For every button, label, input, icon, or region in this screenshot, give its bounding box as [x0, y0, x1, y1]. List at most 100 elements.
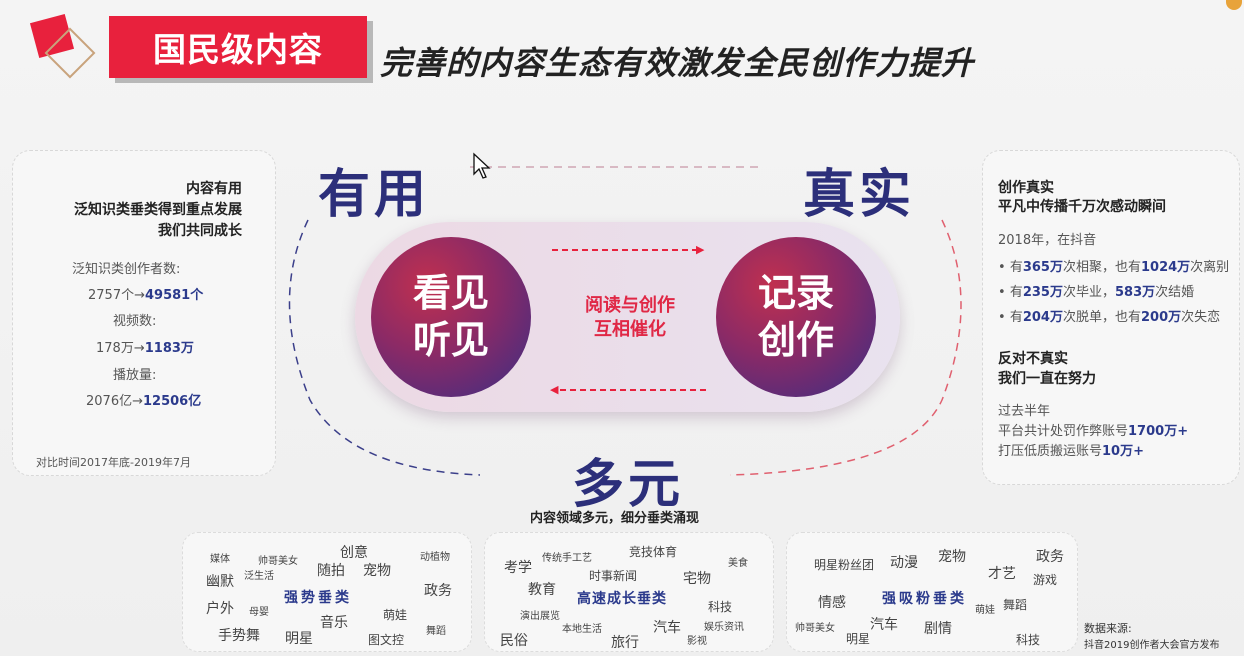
- label-diverse: 多元: [572, 455, 685, 515]
- tag-word: 民俗: [500, 633, 528, 649]
- tag-word: 帅哥美女: [258, 556, 298, 567]
- tag-word: 宠物: [363, 563, 391, 579]
- mouse-cursor-icon: [473, 152, 491, 179]
- right-heading-1b: 平凡中传播千万次感动瞬间: [998, 199, 1166, 215]
- tag-word: 户外: [206, 601, 234, 617]
- tag-word: 政务: [1036, 549, 1064, 565]
- tag-word: 明星: [285, 631, 313, 647]
- source-label: 数据来源:: [1084, 622, 1132, 635]
- tag-word: 才艺: [988, 566, 1016, 582]
- right-bullet-2: • 有235万次毕业，583万次结婚: [998, 285, 1195, 300]
- stat-label-plays: 播放量:: [113, 368, 157, 383]
- right-line-3: 打压低质搬运账号10万+: [998, 444, 1144, 459]
- left-footnote: 对比时间2017年底-2019年7月: [36, 456, 191, 469]
- tag-word: 考学: [504, 560, 532, 576]
- tag-cloud-strong: [182, 532, 472, 652]
- tag-word: 母婴: [249, 607, 269, 618]
- tag-cloud-fans: [786, 532, 1078, 652]
- tag-word: 手势舞: [218, 628, 260, 644]
- tag-word: 传统手工艺: [542, 553, 592, 564]
- stat-label-videos: 视频数:: [113, 314, 157, 329]
- tag-word: 美食: [728, 558, 748, 569]
- tag-word: 舞蹈: [426, 626, 446, 637]
- tag-word: 宠物: [938, 549, 966, 565]
- source-text: 抖音2019创作者大会官方发布: [1084, 640, 1220, 651]
- tag-word: 图文控: [368, 633, 405, 647]
- circle-left-line1: 看见: [412, 270, 489, 315]
- right-line-1: 过去半年: [998, 404, 1051, 419]
- tag-word: 本地生活: [562, 624, 602, 635]
- tag-word: 政务: [424, 583, 452, 599]
- right-heading-1a: 创作真实: [998, 180, 1054, 196]
- mid-label-line2: 互相催化: [594, 319, 666, 341]
- tag-word: 宅物: [683, 571, 711, 587]
- right-heading-2a: 反对不真实: [998, 351, 1068, 367]
- tag-word: 明星: [846, 632, 871, 646]
- circle-record-create: 记录 创作: [716, 237, 876, 397]
- tag-word: 旅行: [611, 635, 639, 651]
- tag-word: 萌娃: [975, 605, 995, 616]
- circle-right-line2: 创作: [757, 318, 834, 362]
- section-badge: 国民级内容: [109, 16, 367, 78]
- tag-word: 时事新闻: [589, 569, 638, 583]
- tag-word: 游戏: [1033, 573, 1058, 587]
- left-panel: [12, 150, 276, 476]
- right-heading-2b: 我们一直在努力: [998, 371, 1096, 387]
- stat-value-plays: 2076亿→12506亿: [86, 394, 202, 409]
- stat-label-creators: 泛知识类创作者数:: [72, 262, 181, 277]
- tag-word: 帅哥美女: [795, 623, 835, 634]
- arrow-left-head: ◀: [550, 383, 559, 396]
- tag-word: 泛生活: [244, 571, 274, 582]
- tag-word: 音乐: [320, 615, 348, 631]
- tag-word: 剧情: [924, 621, 952, 637]
- tag-word: 创意: [340, 545, 368, 561]
- tag-word: 娱乐资讯: [704, 622, 744, 633]
- right-line-2: 平台共计处罚作弊账号1700万+: [998, 424, 1189, 439]
- right-panel: [982, 150, 1240, 485]
- tag-cloud-growth: [484, 532, 774, 652]
- tag-word: 动植物: [420, 552, 450, 563]
- label-real: 真实: [803, 165, 916, 225]
- left-heading-1: 内容有用: [186, 181, 242, 197]
- tag-word: 演出展览: [520, 611, 560, 622]
- left-heading-3: 我们共同成长: [158, 223, 242, 239]
- left-heading-2: 泛知识类垂类得到重点发展: [74, 202, 242, 218]
- tag-word: 舞蹈: [1003, 598, 1028, 612]
- tag-word: 汽车: [653, 620, 681, 636]
- mid-label-line1: 阅读与创作: [585, 295, 675, 316]
- right-year: 2018年，在抖音: [998, 233, 1097, 248]
- corner-dot: [1226, 0, 1242, 10]
- tag-word: 随拍: [317, 563, 345, 579]
- arrow-right-line: [552, 249, 698, 251]
- tag-word: 影视: [687, 636, 707, 647]
- headline: 完善的内容生态有效激发全民创作力提升: [380, 44, 975, 82]
- right-bullet-3: • 有204万次脱单，也有200万次失恋: [998, 310, 1221, 325]
- stat-value-creators: 2757个→49581个: [88, 288, 204, 303]
- arrow-left-line: [560, 389, 706, 391]
- tag-word: 萌娃: [383, 608, 408, 622]
- tag-word: 情感: [818, 595, 846, 611]
- diverse-subtitle: 内容领域多元，细分垂类涌现: [530, 511, 700, 526]
- strong-category-label: 强势垂类: [284, 590, 352, 606]
- tag-word: 竞技体育: [629, 545, 678, 559]
- label-useful: 有用: [318, 165, 431, 225]
- circle-see-hear: 看见 听见: [371, 237, 531, 397]
- stat-value-videos: 178万→1183万: [96, 341, 194, 356]
- mid-label: 阅读与创作 互相催化: [555, 294, 705, 343]
- right-bullet-1: • 有365万次相聚，也有1024万次离别: [998, 260, 1230, 275]
- tag-word: 科技: [708, 600, 733, 614]
- tag-word: 幽默: [206, 574, 234, 590]
- dashed-connectors: [288, 166, 962, 476]
- arrow-right-head: ▶: [696, 243, 705, 256]
- tag-word: 明星粉丝团: [814, 558, 875, 572]
- fans-category-label: 强吸粉垂类: [882, 591, 967, 607]
- growth-category-label: 高速成长垂类: [577, 591, 667, 607]
- tag-word: 教育: [528, 582, 556, 598]
- tag-word: 汽车: [870, 617, 898, 633]
- circle-left-line2: 听见: [412, 318, 489, 362]
- tag-word: 科技: [1016, 633, 1041, 647]
- circle-right-line1: 记录: [757, 270, 834, 315]
- tag-word: 动漫: [890, 555, 918, 571]
- tag-word: 媒体: [210, 554, 230, 565]
